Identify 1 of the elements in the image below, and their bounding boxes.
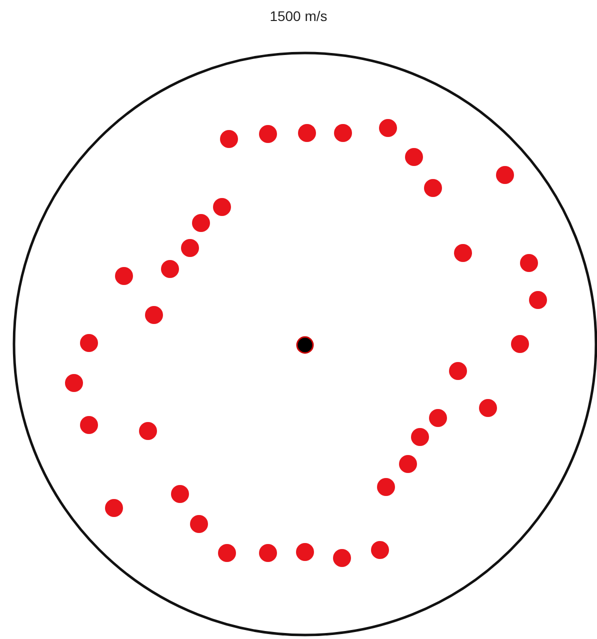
title: 1500 m/s: [270, 8, 328, 24]
